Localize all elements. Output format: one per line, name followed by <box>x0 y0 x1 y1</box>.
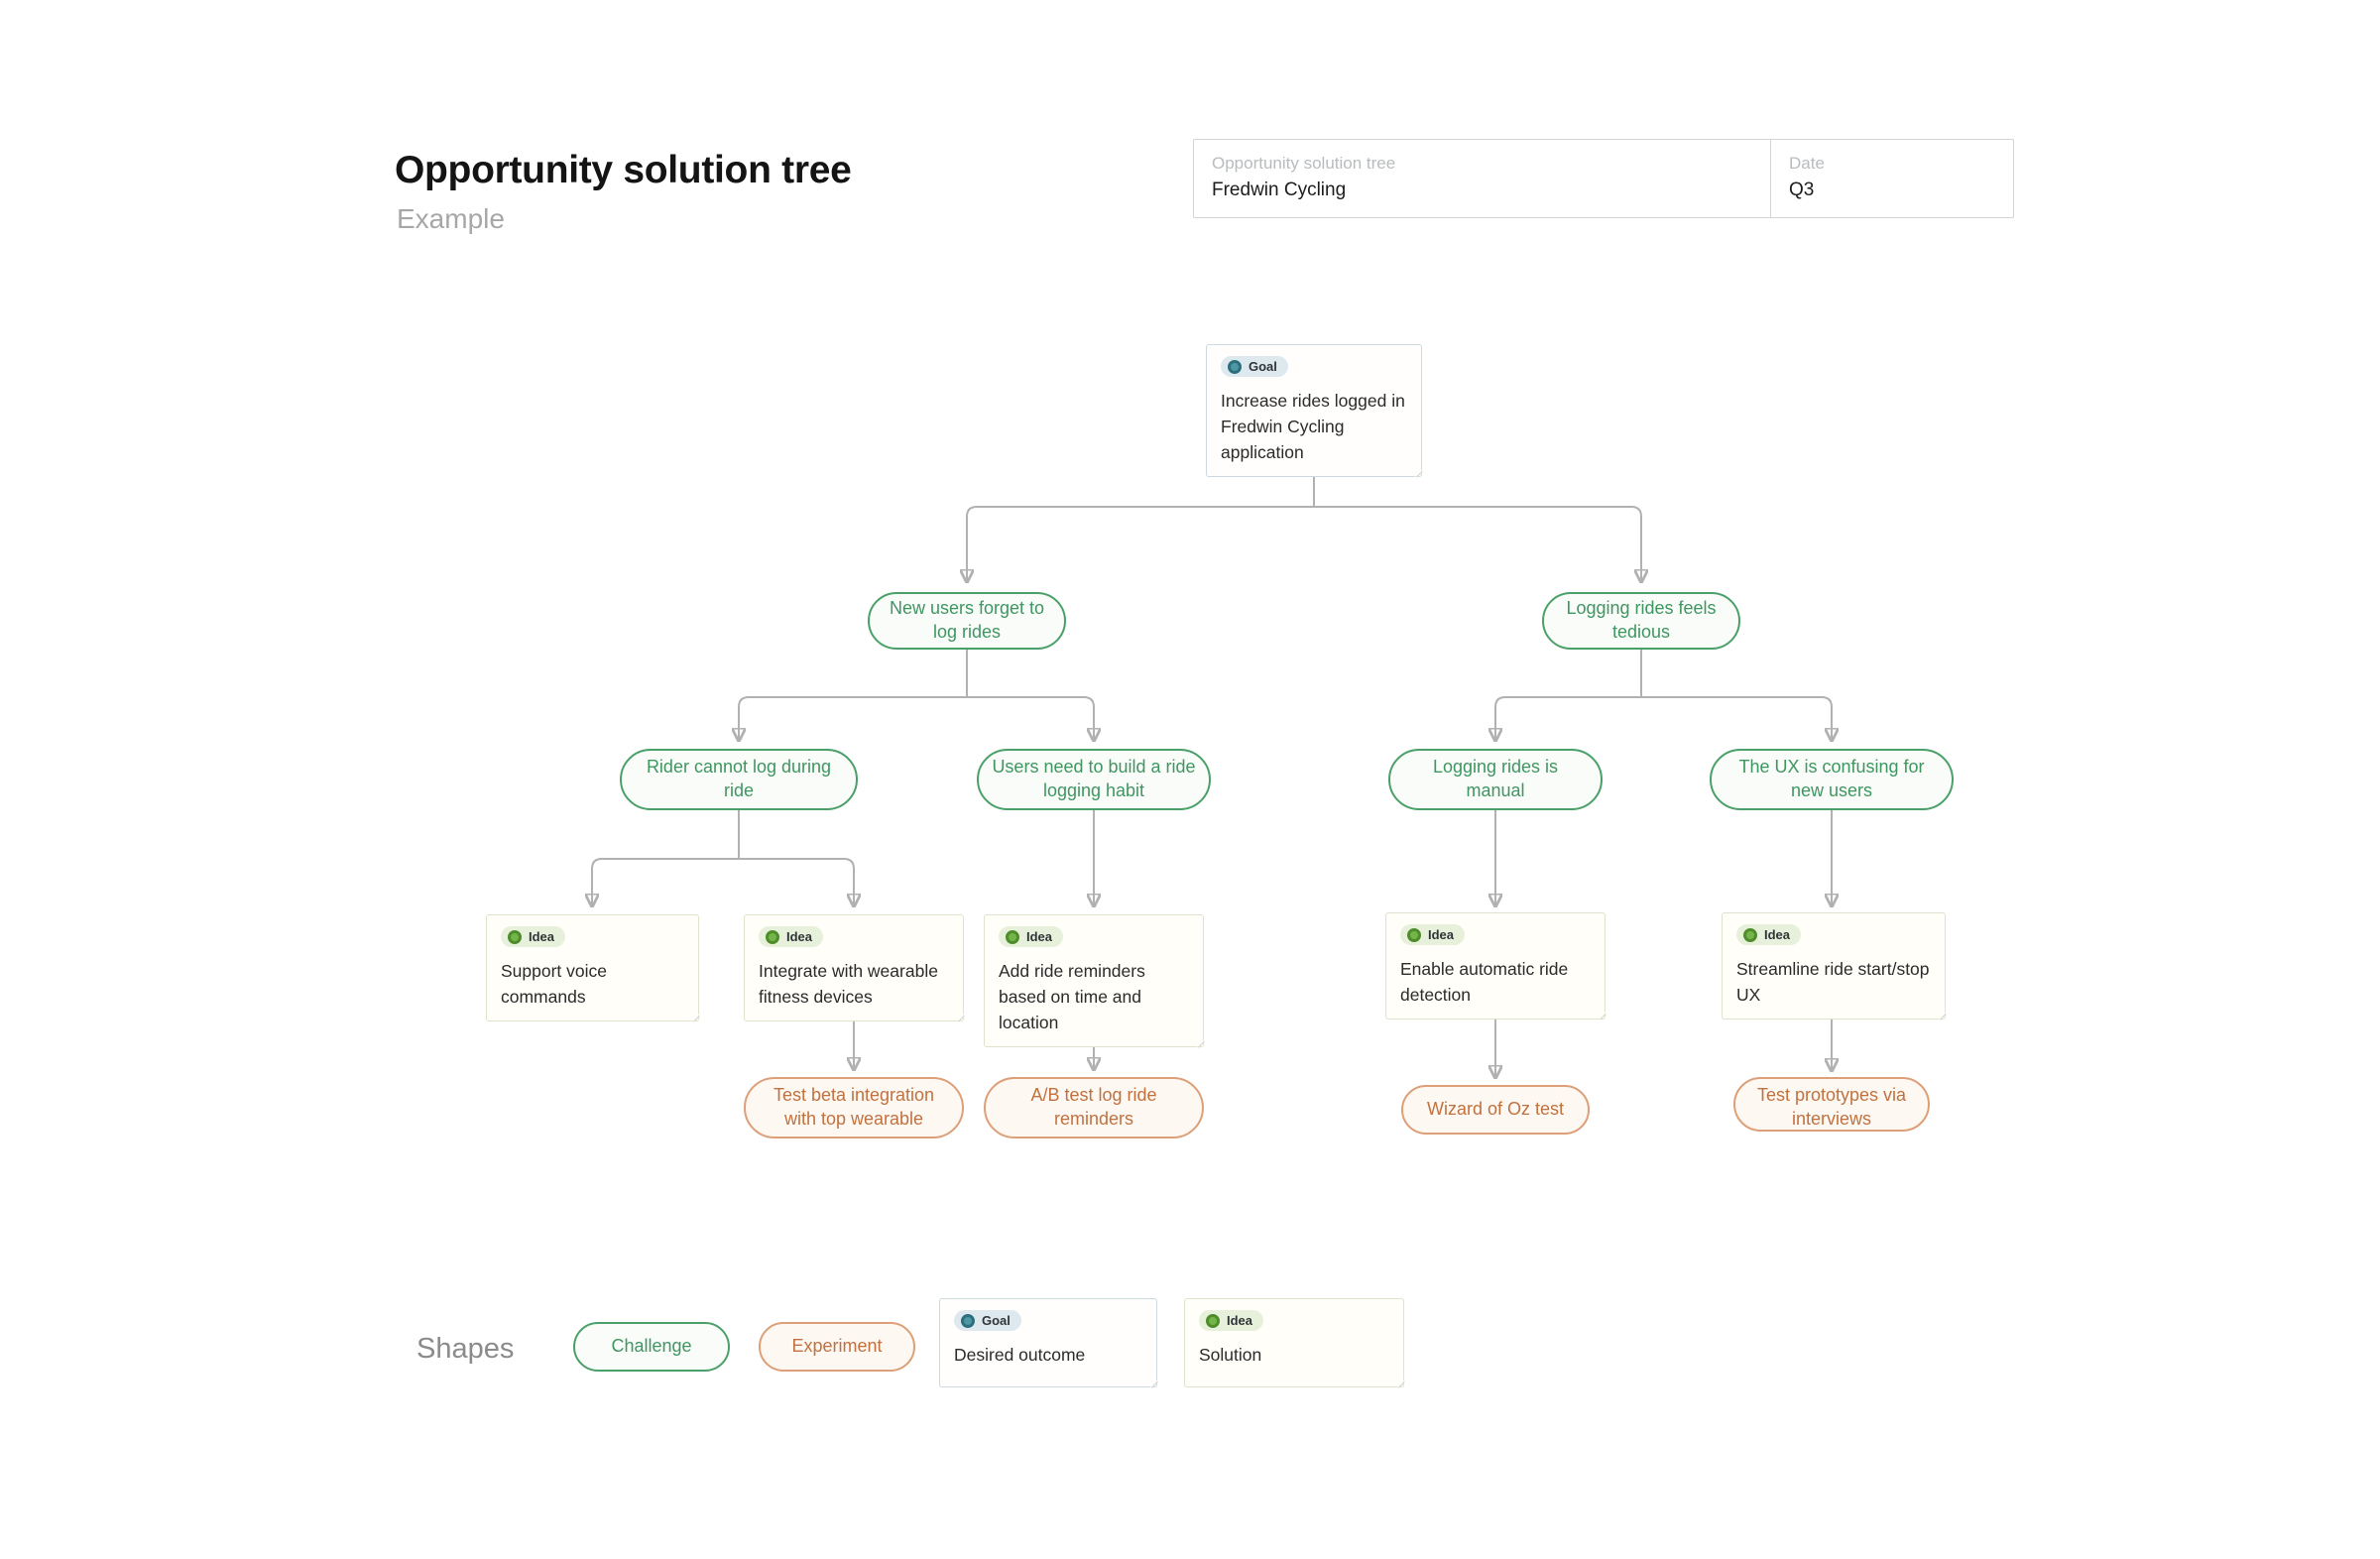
idea-dot-icon <box>766 929 779 944</box>
legend-challenge-shape[interactable]: Challenge <box>573 1322 730 1372</box>
idea-badge: Idea <box>999 926 1064 947</box>
idea-node-2[interactable]: Idea Integrate with wearable fitness dev… <box>744 914 964 1021</box>
idea-badge-label: Idea <box>1764 927 1791 942</box>
meta-date-field[interactable]: Date Q3 <box>1771 140 2013 217</box>
experiment-label: A/B test log ride reminders <box>1030 1085 1157 1129</box>
connector-line <box>592 858 739 905</box>
idea-badge-label: Idea <box>529 929 555 944</box>
connector-line <box>739 858 854 905</box>
meta-date-value[interactable]: Q3 <box>1789 180 1815 200</box>
idea-badge: Idea <box>1736 924 1802 945</box>
connector-line <box>1495 696 1641 740</box>
meta-form: Opportunity solution tree Fredwin Cyclin… <box>1193 139 2014 218</box>
experiment-node-3[interactable]: Wizard of Oz test <box>1401 1085 1590 1135</box>
opportunity-label: Rider cannot log during ride <box>646 757 832 800</box>
opportunity-label: Users need to build a ride logging habit <box>992 757 1196 800</box>
idea-dot-icon <box>1006 929 1019 944</box>
idea-badge-label: Idea <box>1227 1313 1253 1328</box>
challenge-label: Logging rides feels tedious <box>1566 598 1717 642</box>
legend-goal-shape[interactable]: Goal Desired outcome <box>939 1298 1157 1387</box>
legend-experiment-shape[interactable]: Experiment <box>759 1322 915 1372</box>
idea-badge: Idea <box>1400 924 1466 945</box>
meta-name-label: Opportunity solution tree <box>1212 154 1396 173</box>
idea-text: Streamline ride start/stop UX <box>1736 958 1930 1005</box>
idea-node-3[interactable]: Idea Add ride reminders based on time an… <box>984 914 1204 1048</box>
meta-name-value[interactable]: Fredwin Cycling <box>1212 180 1347 200</box>
goal-dot-icon <box>1228 359 1242 374</box>
connector-line <box>1641 696 1832 740</box>
idea-badge: Idea <box>759 926 824 947</box>
experiment-node-2[interactable]: A/B test log ride reminders <box>984 1077 1204 1139</box>
idea-badge-label: Idea <box>786 929 813 944</box>
challenge-node-1[interactable]: New users forget to log rides <box>868 592 1066 650</box>
experiment-label: Test beta integration with top wearable <box>773 1085 935 1129</box>
idea-text: Enable automatic ride detection <box>1400 958 1569 1005</box>
connector-line <box>967 696 1094 740</box>
legend-experiment-label: Experiment <box>791 1336 883 1357</box>
page-subtitle: Example <box>397 203 505 234</box>
challenge-node-2[interactable]: Logging rides feels tedious <box>1542 592 1740 650</box>
legend-goal-text: Desired outcome <box>954 1344 1086 1365</box>
opportunity-node-2[interactable]: Users need to build a ride logging habit <box>977 749 1211 810</box>
idea-dot-icon <box>1743 927 1757 942</box>
goal-badge: Goal <box>954 1310 1021 1331</box>
idea-text: Add ride reminders based on time and loc… <box>999 960 1145 1033</box>
connector-line <box>967 506 1314 581</box>
connector-line <box>739 696 967 740</box>
legend-idea-shape[interactable]: Idea Solution <box>1184 1298 1404 1387</box>
page-title: Opportunity solution tree <box>395 149 852 191</box>
idea-dot-icon <box>508 929 522 944</box>
legend-label: Shapes <box>416 1333 515 1365</box>
opportunity-node-3[interactable]: Logging rides is manual <box>1388 749 1603 810</box>
meta-date-label: Date <box>1789 154 1825 173</box>
opportunity-node-4[interactable]: The UX is confusing for new users <box>1710 749 1954 810</box>
idea-text: Support voice commands <box>501 960 608 1007</box>
idea-badge-label: Idea <box>1428 927 1455 942</box>
idea-badge: Idea <box>501 926 566 947</box>
legend-idea-text: Solution <box>1199 1344 1262 1365</box>
idea-node-1[interactable]: Idea Support voice commands <box>486 914 699 1021</box>
idea-node-4[interactable]: Idea Enable automatic ride detection <box>1385 912 1606 1019</box>
goal-badge: Goal <box>1221 356 1288 377</box>
experiment-node-4[interactable]: Test prototypes via interviews <box>1733 1077 1930 1132</box>
goal-node[interactable]: Goal Increase rides logged in Fredwin Cy… <box>1206 344 1422 478</box>
idea-node-5[interactable]: Idea Streamline ride start/stop UX <box>1722 912 1946 1019</box>
idea-badge: Idea <box>1199 1310 1264 1331</box>
legend-challenge-label: Challenge <box>611 1336 692 1357</box>
goal-badge-label: Goal <box>982 1313 1011 1328</box>
goal-text: Increase rides logged in Fredwin Cycling… <box>1221 390 1405 463</box>
connector-line <box>1314 506 1641 581</box>
idea-dot-icon <box>1206 1313 1220 1328</box>
opportunity-label: The UX is confusing for new users <box>1738 757 1925 800</box>
opportunity-node-1[interactable]: Rider cannot log during ride <box>620 749 858 810</box>
experiment-label: Wizard of Oz test <box>1426 1099 1565 1120</box>
idea-text: Integrate with wearable fitness devices <box>759 960 938 1007</box>
meta-name-field[interactable]: Opportunity solution tree Fredwin Cyclin… <box>1194 140 1771 217</box>
experiment-node-1[interactable]: Test beta integration with top wearable <box>744 1077 964 1139</box>
opportunity-label: Logging rides is manual <box>1432 757 1559 800</box>
goal-dot-icon <box>961 1313 975 1328</box>
challenge-label: New users forget to log rides <box>889 598 1045 642</box>
experiment-label: Test prototypes via interviews <box>1756 1085 1907 1129</box>
idea-dot-icon <box>1407 927 1421 942</box>
idea-badge-label: Idea <box>1026 929 1053 944</box>
goal-badge-label: Goal <box>1249 359 1277 374</box>
